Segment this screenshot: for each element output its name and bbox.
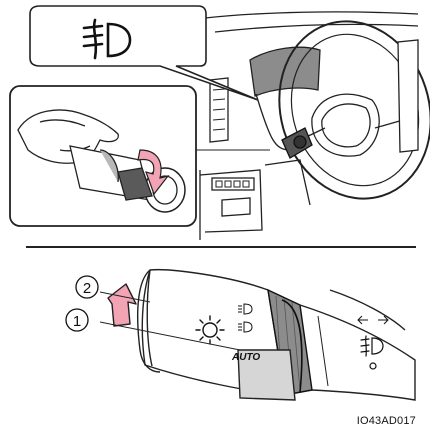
- callout-1-number: 1: [73, 313, 81, 330]
- lever-drawing: [138, 270, 415, 400]
- arrow-up-icon: [108, 284, 136, 326]
- callout-1: 1: [66, 309, 88, 331]
- auto-label: AUTO: [231, 352, 260, 363]
- lever-fog-icon: [361, 336, 383, 369]
- callout-2: 2: [76, 276, 98, 298]
- section-divider: [26, 246, 416, 248]
- dashboard-drawing: [200, 2, 430, 240]
- callout-2-number: 2: [83, 280, 91, 297]
- figure-code: IO43AD017: [357, 415, 416, 427]
